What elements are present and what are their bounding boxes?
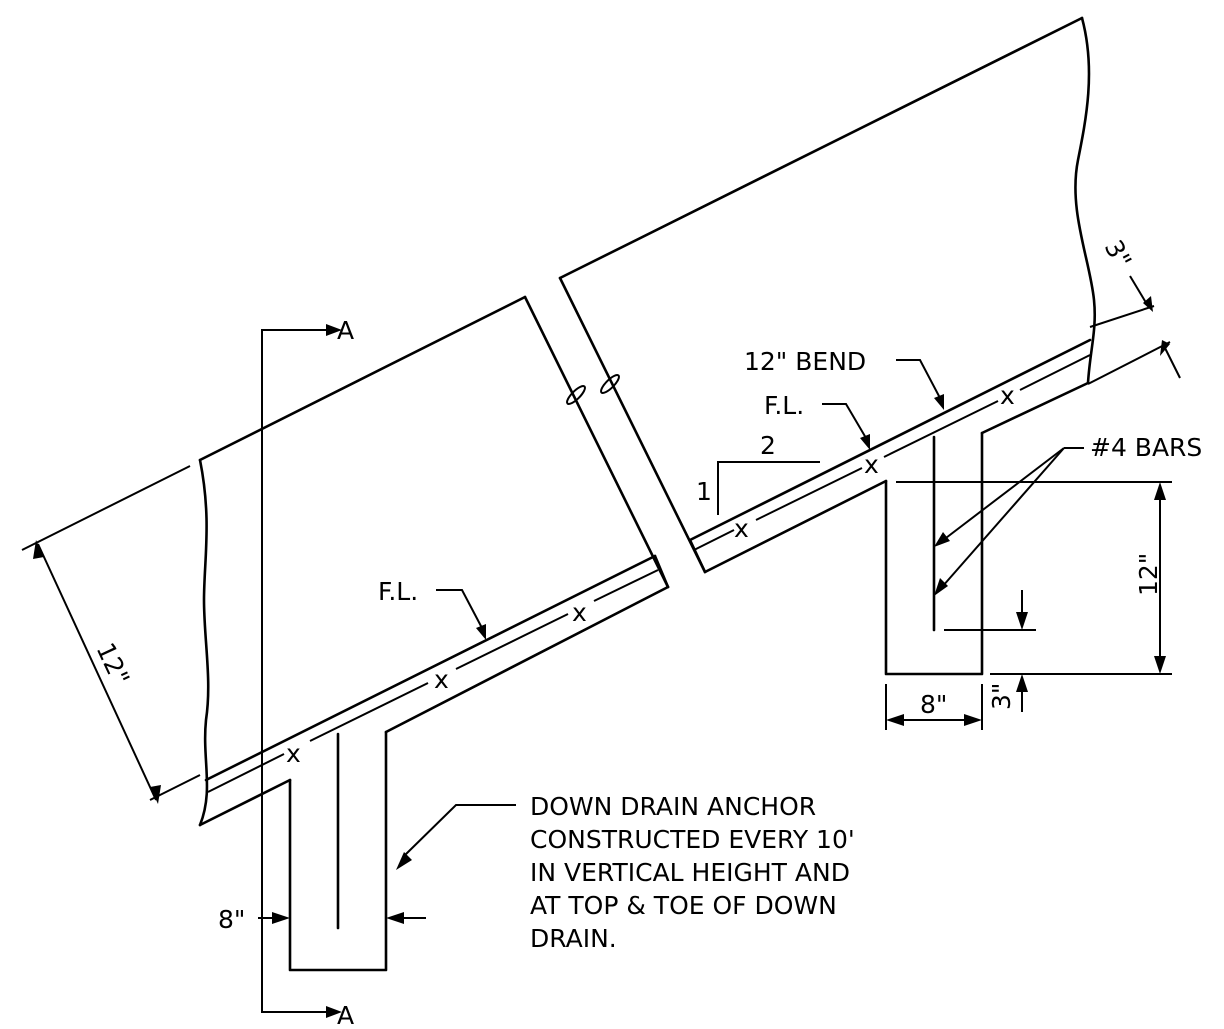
dimension-right-anchor-depth: 12" [1134,553,1163,596]
section-marker-bottom: A [337,1001,354,1029]
right-flow-line [693,354,1091,551]
flow-mark: x [434,665,449,694]
note-line: IN VERTICAL HEIGHT AND [530,858,850,887]
note-line: DRAIN. [530,924,617,953]
note-line: AT TOP & TOE OF DOWN [530,891,837,920]
section-cut-line: A A [261,316,354,1029]
left-flow-x-marks: x x x [286,598,587,768]
bend-leader: 12" BEND [744,347,944,410]
bars-leader: #4 BARS [934,433,1202,596]
flow-mark: x [572,598,587,627]
note-leader [396,804,516,870]
dimension-left-anchor-width: 8" [218,905,245,934]
right-bottom-cover-dimension: 3" [944,590,1036,712]
anchor-note: DOWN DRAIN ANCHOR CONSTRUCTED EVERY 10' … [530,792,855,953]
bars-label: #4 BARS [1090,433,1202,462]
left-flow-line [207,569,659,793]
left-thickness-dimension: 12" [21,465,201,804]
dimension-right-bottom-cover: 3" [987,683,1016,710]
slope-run: 2 [760,431,776,460]
flow-line-label-left: F.L. [378,577,418,606]
left-slab [198,295,670,972]
right-fl-leader: F.L. [764,391,870,450]
flow-line-label-right: F.L. [764,391,804,420]
dimension-right-anchor-width: 8" [920,690,947,719]
left-anchor-width-dimension: 8" [218,905,426,934]
slope-indicator: 1 2 [696,431,820,515]
right-slab [558,16,1097,676]
dimension-left-thickness: 12" [91,638,136,690]
flow-mark: x [864,450,879,479]
flow-mark: x [734,514,749,543]
flow-mark: x [286,739,301,768]
section-marker-top: A [337,316,354,345]
right-top-cover-dimension: 3" [1087,235,1181,385]
right-anchor-depth-dimension: 12" [896,481,1172,675]
note-line: DOWN DRAIN ANCHOR [530,792,816,821]
right-flow-x-marks: x x x [734,381,1015,543]
slope-rise: 1 [696,477,712,506]
bend-label: 12" BEND [744,347,866,376]
flow-mark: x [1000,381,1015,410]
note-line: CONSTRUCTED EVERY 10' [530,825,855,854]
break-symbol [566,374,620,405]
left-fl-leader: F.L. [378,577,486,640]
dimension-right-top-cover: 3" [1099,235,1137,273]
right-anchor-width-dimension: 8" [885,684,983,730]
